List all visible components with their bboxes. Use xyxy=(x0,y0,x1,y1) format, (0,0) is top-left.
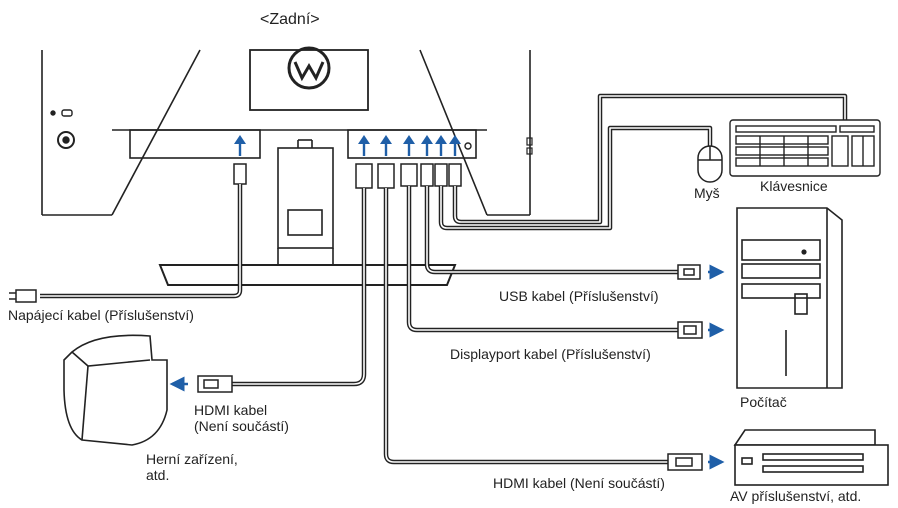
monitor-plugs xyxy=(233,163,462,189)
direction-arrows xyxy=(169,264,725,470)
hdmi-cable-av-label: HDMI kabel (Není součástí) xyxy=(493,475,665,491)
diagram-title: <Zadní> xyxy=(260,11,320,28)
power-cable-label: Napájecí kabel (Příslušenství) xyxy=(8,307,194,323)
mouse-label: Myš xyxy=(694,185,720,201)
av-accessory-label: AV příslušenství, atd. xyxy=(730,488,862,504)
monitor-rear xyxy=(41,49,531,286)
headphone-jack-icon xyxy=(464,142,472,150)
displayport-cable-label: Displayport kabel (Příslušenství) xyxy=(450,346,651,362)
mouse-icon xyxy=(697,145,723,183)
lock-slot-icon xyxy=(526,137,533,155)
keyboard-label: Klávesnice xyxy=(760,178,828,194)
monitor-logo xyxy=(287,46,331,90)
cables xyxy=(40,93,848,465)
game-device-label-1: Herní zařízení, xyxy=(146,451,238,467)
av-device-icon xyxy=(733,429,889,486)
computer-icon xyxy=(736,207,843,389)
game-device-icon xyxy=(63,334,168,446)
hdmi-cable-game-label-1: HDMI kabel xyxy=(194,402,268,418)
hdmi-cable-game-label-2: (Není součástí) xyxy=(194,418,289,434)
power-plug-icon xyxy=(9,289,37,303)
hdmi-plug-av-icon xyxy=(667,453,703,471)
usb-cable-label: USB kabel (Příslušenství) xyxy=(499,288,659,304)
game-device-label-2: atd. xyxy=(146,467,170,483)
usb-plug-icon xyxy=(677,264,701,280)
displayport-plug-icon xyxy=(677,321,703,339)
computer-label: Počítač xyxy=(740,394,787,410)
port-arrows xyxy=(234,135,461,156)
hdmi-plug-game-icon xyxy=(197,375,233,393)
side-controls xyxy=(50,109,75,149)
keyboard-icon xyxy=(729,119,881,177)
